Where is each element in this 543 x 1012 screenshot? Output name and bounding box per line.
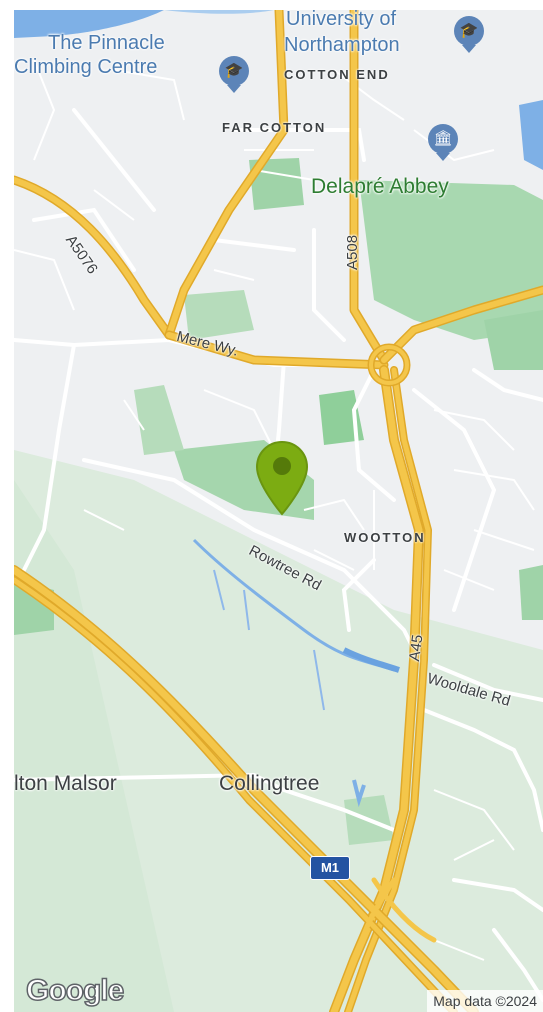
poi-label-pinnacle-2[interactable]: Climbing Centre [14,56,157,79]
graduation-cap-icon[interactable]: 🎓 [454,16,484,46]
poi-label-delapre-abbey[interactable]: Delapré Abbey [311,175,449,198]
lake [342,647,400,673]
place-label-milton-malsor: lton Malsor [14,772,117,795]
park-east [484,310,543,370]
poi-pointer [436,153,450,161]
poi-pointer [227,85,241,93]
graduation-cap-icon[interactable]: 🎓 [219,56,249,86]
park-mere-way [184,290,254,340]
university-label-line2: Northampton [284,34,400,56]
poi-label-university-2[interactable]: Northampton [284,34,400,57]
pinnacle-label-line2: Climbing Centre [14,56,158,78]
map-graphics [14,10,543,1012]
pinnacle-label-line1: The Pinnacle [48,32,165,54]
major-roads [14,10,543,1012]
park-wootton-east [519,565,543,620]
district-label-wootton: WOOTTON [344,530,426,545]
countryside-area [14,450,543,1012]
woodland-patch [319,390,364,445]
streams-minor [213,569,325,711]
place-label-collingtree: Collingtree [219,772,320,795]
map-attribution[interactable]: Map data ©2024 [427,990,543,1012]
museum-icon[interactable]: 🏛 [428,124,458,154]
minor-roads [14,108,543,1002]
road-shield-m1: M1 [310,856,350,880]
residential-streets [14,59,535,961]
map-pin-icon[interactable] [255,440,309,518]
water-right [519,100,543,170]
poi-label-university[interactable]: University of [286,10,396,31]
map-canvas[interactable]: 🎓 🎓 🏛 The Pinnacle Climbing Centre Unive… [14,10,543,1012]
poi-label-pinnacle[interactable]: The Pinnacle [48,32,165,55]
water-top-left [14,10,164,38]
pond [352,779,366,808]
district-label-cotton-end: COTTON END [284,67,390,82]
road-label-a508: A508 [344,234,361,270]
district-label-far-cotton: FAR COTTON [222,120,327,135]
university-label-line1: University of [286,10,397,30]
google-logo[interactable]: Google [25,973,125,1008]
poi-pointer [462,45,476,53]
water-top [164,10,274,14]
park-west [134,385,184,455]
